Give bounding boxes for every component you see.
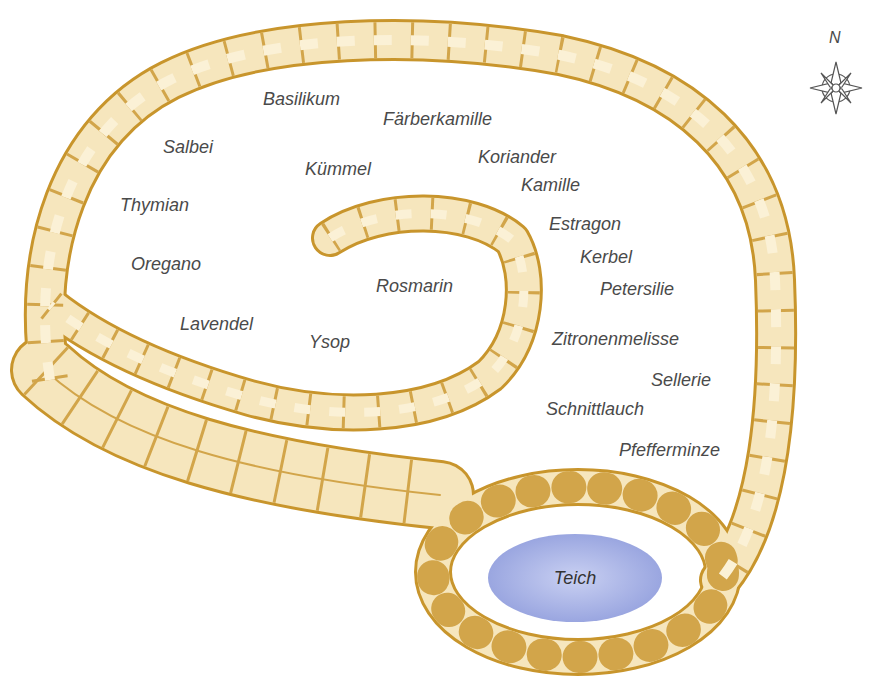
herb-name: Schnittlauch [546,400,644,420]
herb-name: Sellerie [651,371,711,391]
herb-name: Kamille [521,176,580,196]
herb-name: Kümmel [305,160,371,180]
herb-name: Rosmarin [376,277,453,297]
pond: Teich [487,533,663,623]
herb-name: Lavendel [180,315,253,335]
herb-name: Pfefferminze [619,441,720,461]
compass-letter: N [829,29,841,47]
herb-name: Petersilie [600,280,674,300]
herb-name: Salbei [163,138,213,158]
herb-name: Kerbel [580,248,632,268]
herb-name: Estragon [549,215,621,235]
stone-wall [45,40,776,657]
herb-name: Thymian [120,196,189,216]
pond-label: Teich [487,568,663,589]
herb-name: Färberkamille [383,110,492,130]
herb-name: Zitronenmelisse [552,330,679,350]
herb-name: Basilikum [263,90,340,110]
compass-rose [810,62,862,114]
herb-name: Koriander [478,148,556,168]
herb-name: Ysop [309,333,350,353]
herb-name: Oregano [131,255,201,275]
